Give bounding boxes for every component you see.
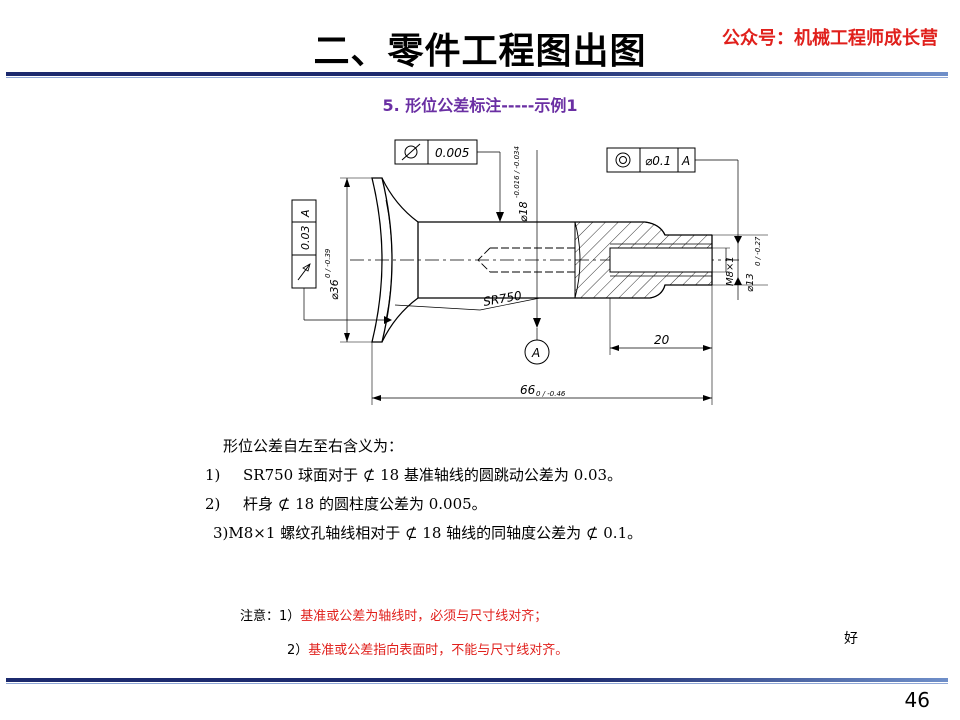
fcf-runout: A 0.03 (291, 199, 392, 324)
datum-circle (524, 339, 550, 365)
description-item-2: 2) 杆身 ⊄ 18 的圆柱度公差为 0.005。 (205, 490, 805, 519)
footer-divider-thin (6, 683, 948, 684)
dim-tip: ⌀13 (745, 273, 756, 292)
description-item-3: 3)M8×1 螺纹孔轴线相对于 ⊄ 18 轴线的同轴度公差为 ⊄ 0.1。 (205, 519, 805, 548)
fcf-concentricity-datum: A (681, 154, 690, 168)
dim-thread-length: 20 (654, 333, 670, 347)
item-number: 2) (205, 495, 221, 513)
description-item-1: 1) SR750 球面对于 ⊄ 18 基准轴线的圆跳动公差为 0.03。 (205, 461, 805, 490)
fcf-concentricity-value: ⌀0.1 (645, 154, 671, 168)
dim-shank-tol: -0.016 / -0.034 (513, 146, 521, 198)
watermark-text: 公众号：机械工程师成长营 (722, 28, 938, 49)
dim-length-tol: 0 / -0.46 (536, 390, 566, 398)
item-text: 杆身 ⊄ 18 的圆柱度公差为 0.005。 (243, 495, 487, 513)
fcf-runout-datum: A (299, 209, 312, 218)
center-hole (477, 247, 575, 273)
item-text: SR750 球面对于 ⊄ 18 基准轴线的圆跳动公差为 0.03。 (243, 466, 623, 484)
item-text: M8×1 螺纹孔轴线相对于 ⊄ 18 轴线的同轴度公差为 ⊄ 0.1。 (228, 524, 643, 542)
fcf-concentricity: ⌀0.1 A (606, 147, 739, 238)
header-divider-thin (6, 77, 948, 78)
fcf-cylindricity-value: 0.005 (435, 146, 469, 160)
page-number: 46 (904, 688, 930, 712)
fcf-cylindricity: 0.005 (394, 139, 504, 222)
note-line-1: 注意：1）基准或公差为轴线时，必须与尺寸线对齐； (240, 600, 568, 634)
dim-shank: ⌀18 (517, 201, 530, 222)
item-number: 3) (213, 524, 229, 542)
head-neck (381, 177, 419, 343)
page-title: 二、零件工程图出图 (313, 31, 647, 72)
dim-head: ⌀36 (328, 279, 341, 300)
note-line-2: 2）基准或公差指向表面时，不能与尺寸线对齐。 (240, 634, 568, 668)
note-prefix-2: 2） (287, 643, 309, 658)
note-prefix: 注意：1） (240, 609, 301, 624)
label-sr750: SR750 (482, 288, 523, 309)
engineering-drawing: SR750 A ⌀18 -0.016 / -0.034 0.005 ⌀0.1 A… (291, 139, 768, 405)
note-text-2: 基准或公差指向表面时，不能与尺寸线对齐。 (308, 643, 569, 658)
section-subtitle: 5. 形位公差标注-----示例1 (382, 96, 578, 115)
dim-head-tol: 0 / -0.39 (324, 248, 332, 278)
fcf-runout-value: 0.03 (299, 226, 312, 251)
dim-length: 66 (520, 383, 536, 397)
description-heading: 形位公差自左至右含义为： (223, 437, 404, 455)
footer-divider (6, 678, 948, 682)
header-divider (6, 72, 948, 76)
dim-thread: M8×1 (725, 256, 736, 286)
stray-character: 好 (844, 631, 858, 647)
datum-label: A (531, 346, 540, 360)
tolerance-description: 形位公差自左至右含义为： 1) SR750 球面对于 ⊄ 18 基准轴线的圆跳动公… (205, 432, 805, 548)
note-text-1: 基准或公差为轴线时，必须与尺寸线对齐； (300, 609, 548, 624)
notes-block: 注意：1）基准或公差为轴线时，必须与尺寸线对齐； 2）基准或公差指向表面时，不能… (240, 600, 568, 668)
item-number: 1) (205, 466, 221, 484)
dim-tip-tol: 0 / -0.27 (754, 236, 762, 266)
